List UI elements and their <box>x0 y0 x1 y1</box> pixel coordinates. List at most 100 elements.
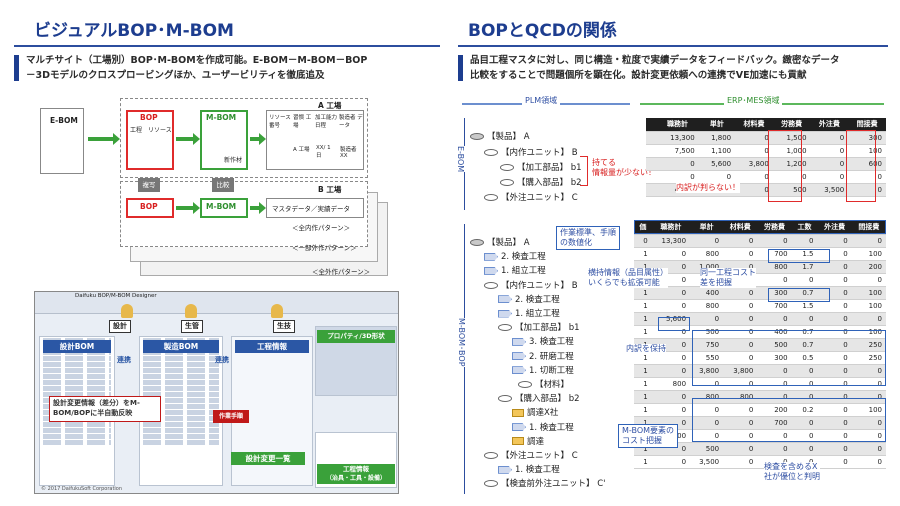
table-cell: 0 <box>735 170 773 184</box>
bop-a-box[interactable] <box>126 110 174 170</box>
table-row: 10000000 <box>634 273 886 287</box>
bop-a-label: BOP <box>140 113 158 122</box>
oval-icon <box>484 452 498 459</box>
oval-icon <box>498 324 512 332</box>
table-cell: 0 <box>810 157 849 171</box>
mbom-node[interactable]: 2. 研磨工程 <box>512 350 574 362</box>
sourcing-highlight <box>692 398 886 442</box>
ebom-node-b1[interactable]: 【加工部品】 b1 <box>500 161 582 173</box>
mbom-node[interactable]: 【内作ユニット】 B <box>484 279 578 291</box>
table-cell: 400 <box>757 325 792 339</box>
table-cell: 3,800 <box>735 157 773 171</box>
oval-icon <box>470 133 484 140</box>
table-cell: 0 <box>817 377 852 391</box>
table-cell: 0 <box>791 377 818 391</box>
table-cell: 13,300 <box>651 234 691 248</box>
table-cell: 0 <box>651 455 691 469</box>
process-detail-label-1: 工程情報 <box>317 464 395 474</box>
mbom-node[interactable]: 調達 <box>512 435 544 447</box>
table-cell: 0 <box>848 183 886 197</box>
inspect-highlight-1 <box>768 249 830 263</box>
table-cell: 700 <box>757 247 792 261</box>
table-cell: 0.5 <box>791 351 818 365</box>
table-cell: 700 <box>757 299 792 313</box>
table-cell: 0 <box>817 442 852 456</box>
right-title-rule <box>458 45 888 47</box>
process-arrow-icon <box>512 423 526 432</box>
mbom-to-resource-arrow <box>250 133 266 145</box>
table-cell: 0 <box>817 325 852 339</box>
ebom-label: E-BOM <box>50 116 78 125</box>
mbom-node[interactable]: 1. 検査工程 <box>498 463 560 475</box>
mbom-vertical-label: M-BOM･BOP <box>456 318 467 367</box>
bop-sub-resource: リソース <box>148 127 172 134</box>
tab-process-info[interactable]: 工程情報 <box>235 340 309 353</box>
note-little-info-1: 持てる <box>592 158 616 167</box>
mbom-node[interactable]: 【外注ユニット】 C <box>484 449 578 461</box>
resource-head-4: 製造者 データ <box>339 115 363 129</box>
table-cell: 0 <box>791 273 818 287</box>
ebom-node-unit-b[interactable]: 【内作ユニット】 B <box>484 146 578 158</box>
mbom-node[interactable]: 1. 切断工程 <box>512 364 574 376</box>
b1-total-highlight <box>658 317 690 331</box>
tab-mfg-bom[interactable]: 製造BOM <box>143 340 219 353</box>
ebom-box[interactable] <box>40 108 84 174</box>
mbom-node[interactable]: 1. 検査工程 <box>512 421 574 433</box>
table-cell: 0 <box>757 442 792 456</box>
table-cell: 0 <box>651 390 691 404</box>
mbom-node[interactable]: 2. 検査工程 <box>498 293 560 305</box>
table-cell: 0 <box>651 299 691 313</box>
oval-icon <box>484 149 498 156</box>
mbom-b-box[interactable] <box>200 198 248 218</box>
change-list-button[interactable]: 設計変更一覧 <box>231 452 305 465</box>
mbom-node[interactable]: 【材料】 <box>518 378 569 390</box>
bop-b-box[interactable] <box>126 198 174 218</box>
table-cell: 13,300 <box>656 131 699 145</box>
note-std-work: 作業標準、手順の数値化 <box>556 226 620 250</box>
mbom-node[interactable]: 【検査前外注ユニット】 C' <box>484 477 605 489</box>
table-cell: 0 <box>651 247 691 261</box>
table-cell: 0 <box>817 312 852 326</box>
table-cell: 500 <box>757 338 792 352</box>
table-cell: 1 <box>634 455 652 469</box>
table-cell: 800 <box>651 377 691 391</box>
table-cell <box>646 118 657 132</box>
oval-icon <box>470 239 484 246</box>
table-cell: 400 <box>690 286 724 300</box>
tab-3d[interactable]: プロパティ/3D形状 <box>317 330 395 343</box>
table-cell: 0 <box>723 351 758 365</box>
mbom-node-label: 3. 検査工程 <box>529 337 574 348</box>
right-description: 品目工程マスタに対し、同じ構造・粒度で実績データをフィードバック。緻密なデータ … <box>458 53 883 83</box>
mbom-node[interactable]: 【加工部品】 b1 <box>498 321 580 333</box>
mbom-node[interactable]: 【製品】 A <box>470 236 530 248</box>
ebom-node-b2[interactable]: 【購入部品】 b2 <box>500 176 582 188</box>
table-cell: 材料費 <box>735 118 773 132</box>
ebom-node-product[interactable]: 【製品】 A <box>470 130 530 142</box>
ebom-node-unit-c[interactable]: 【外注ユニット】 C <box>484 191 578 203</box>
table-cell <box>646 131 657 145</box>
mbom-node[interactable]: 1. 組立工程 <box>484 264 546 276</box>
table-cell: 0 <box>817 416 852 430</box>
erp-domain-label: ERP･MES領域 <box>724 96 783 106</box>
pane-mfg-bom[interactable] <box>139 336 223 486</box>
table-cell: 750 <box>690 338 724 352</box>
mbom-node[interactable]: 1. 組立工程 <box>498 307 560 319</box>
tab-design-bom[interactable]: 設計BOM <box>43 340 111 353</box>
table-cell: 3,500 <box>810 183 849 197</box>
table-cell: 0 <box>735 183 773 197</box>
change-note-line-2: BOM/BOPに半自動反映 <box>53 409 133 417</box>
table-cell: 3,800 <box>723 364 758 378</box>
mbom-node[interactable]: 調達X社 <box>512 406 558 418</box>
mbom-node[interactable]: 2. 検査工程 <box>484 250 546 262</box>
table-cell: 0 <box>851 273 886 287</box>
mbom-node[interactable]: 【購入部品】 b2 <box>498 392 580 404</box>
table-cell: 0 <box>817 351 852 365</box>
mbom-a-box[interactable] <box>200 110 248 170</box>
mbom-node[interactable]: 3. 検査工程 <box>512 335 574 347</box>
right-desc-line-1: 品目工程マスタに対し、同じ構造・粒度で実績データをフィードバック。緻密なデータ <box>470 55 840 66</box>
app-window-title: Daifuku BOP/M-BOM Designer <box>75 293 157 299</box>
table-cell: 職務計 <box>656 118 699 132</box>
